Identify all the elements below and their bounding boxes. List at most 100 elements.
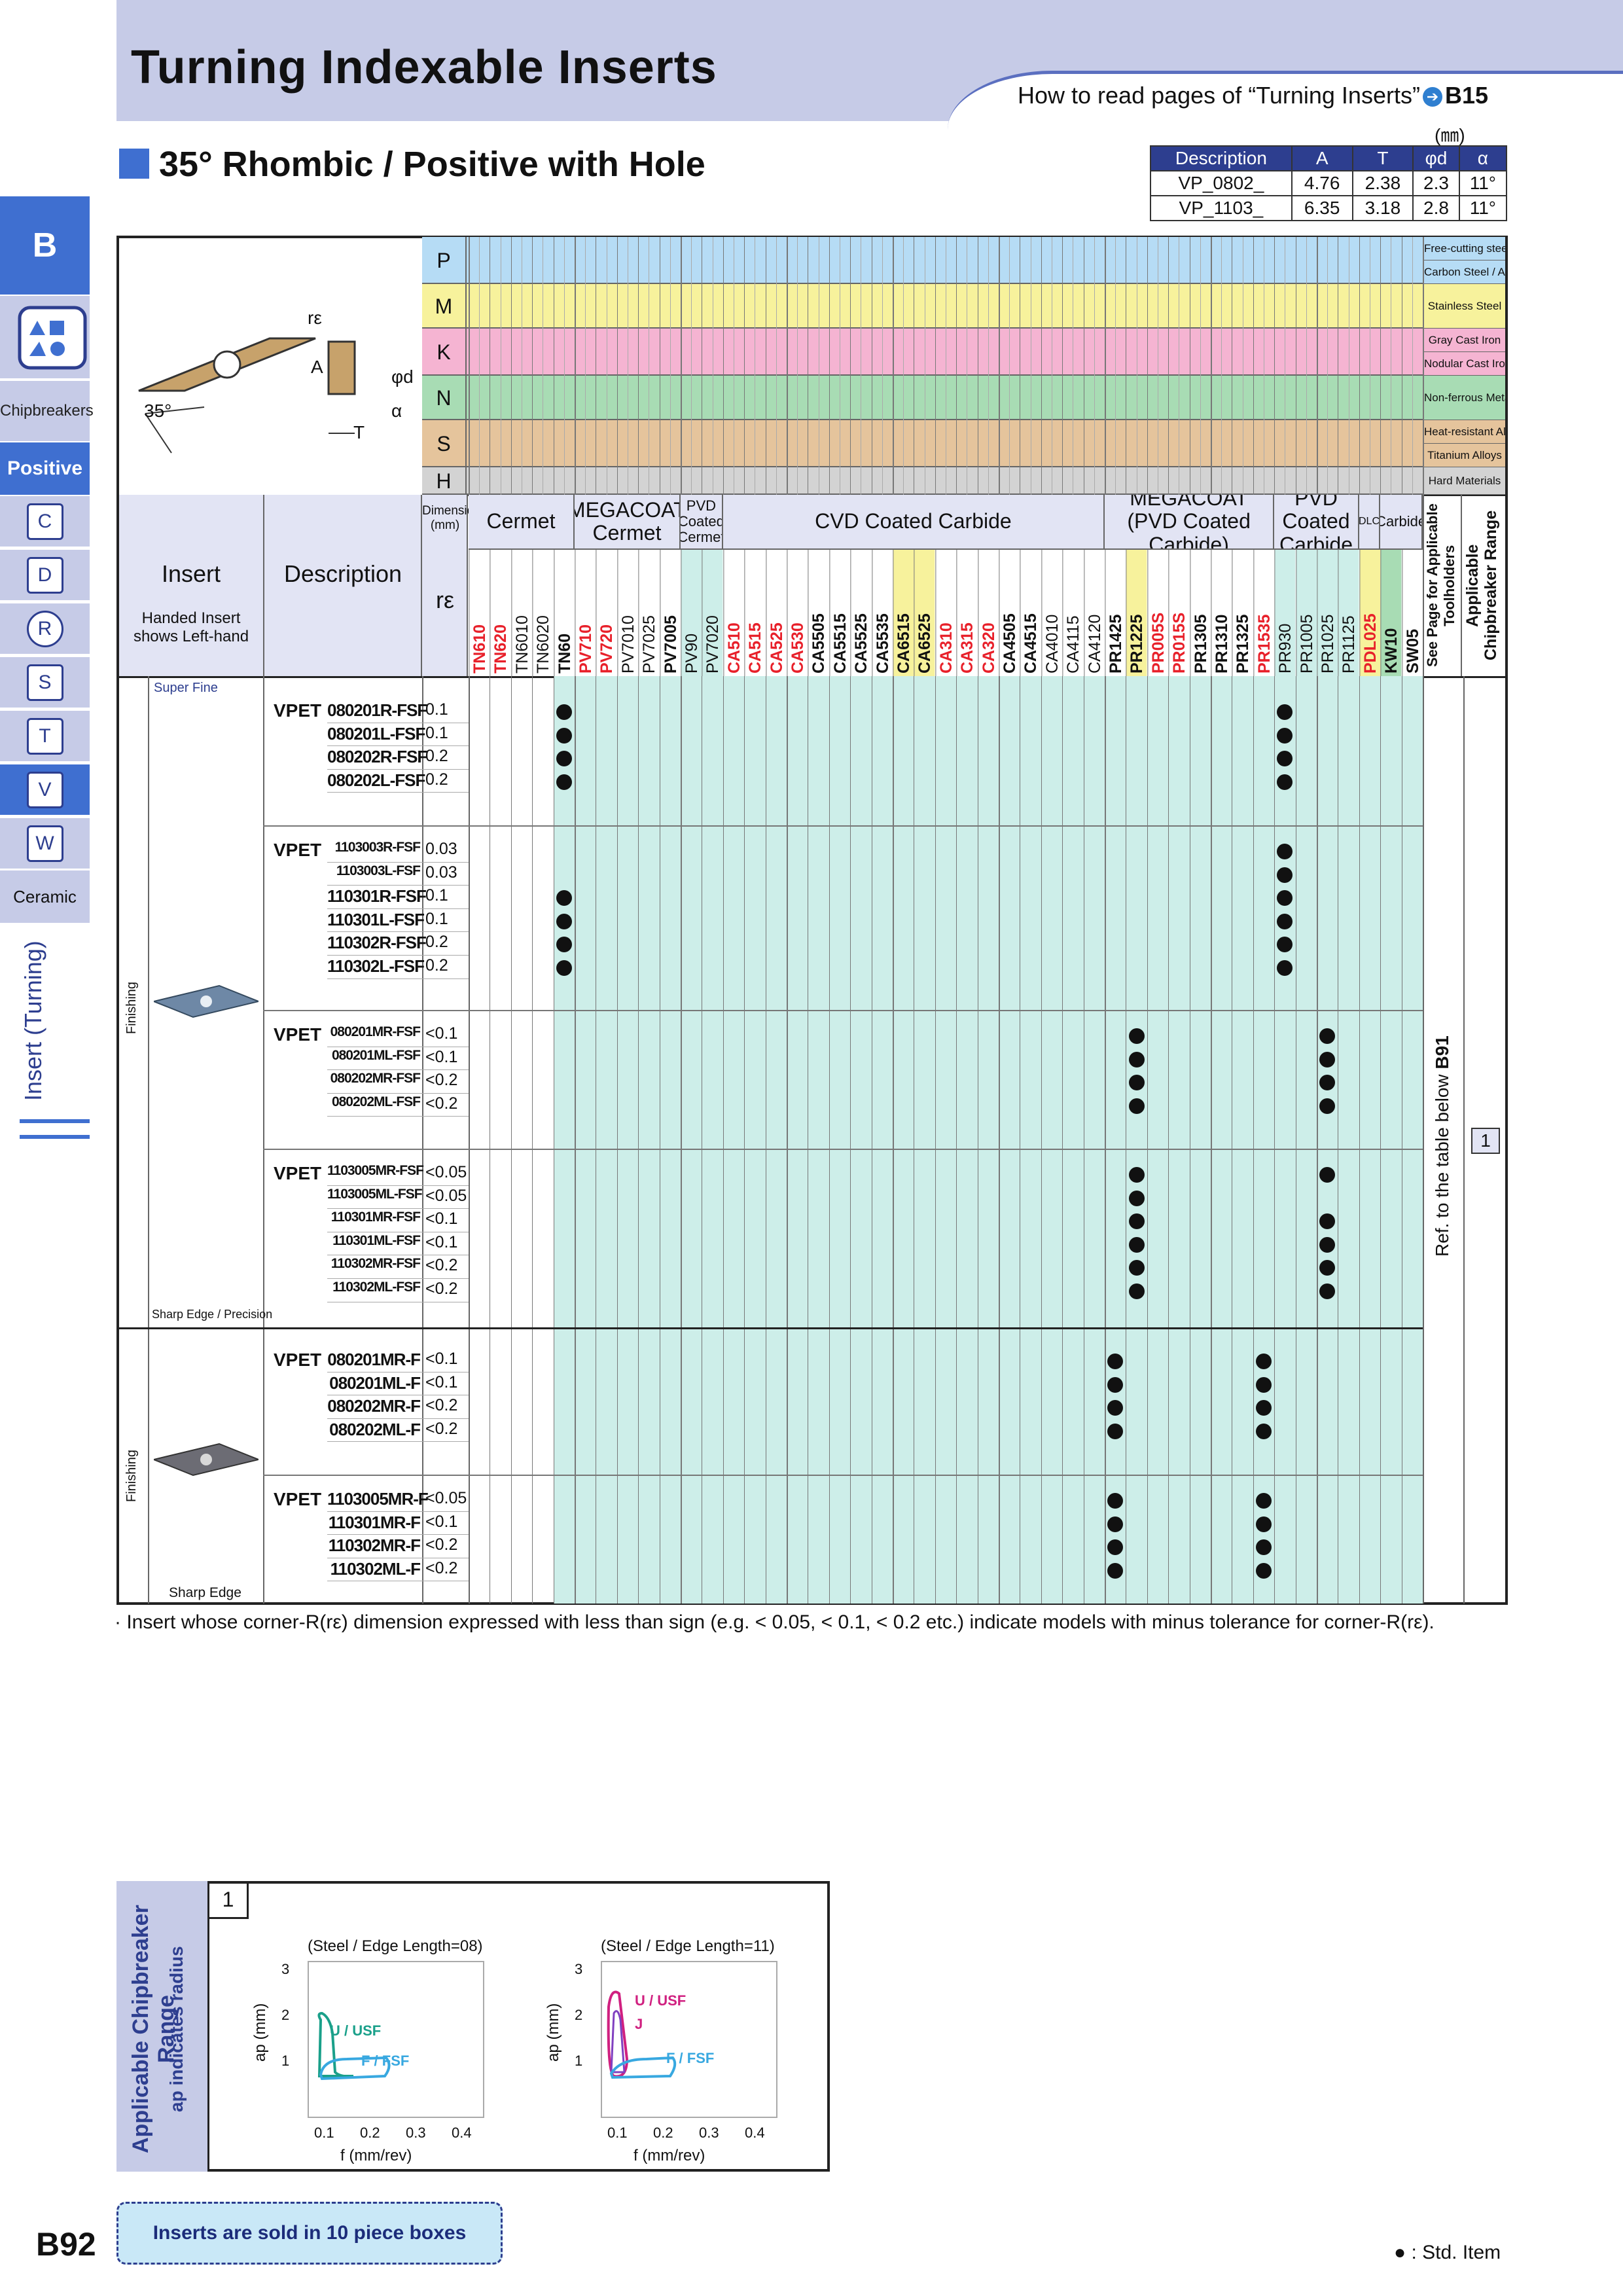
dim-cell: 11° [1458,195,1508,221]
grade-name: PR1425 [1105,550,1126,676]
insert-code[interactable]: 080201MR-F [327,1350,421,1369]
corner-radius: <0.2 [425,1280,458,1298]
insert-code[interactable]: 080201R-FSF [327,700,427,720]
insert-code[interactable]: 080202MR-F [327,1396,421,1416]
insert-code[interactable]: 080202ML-F [329,1419,421,1439]
insert-code[interactable]: 1103003R-FSF [334,840,421,855]
insert-code[interactable]: 110302L-FSF [327,956,425,976]
material-code: H [422,467,467,495]
chip-ref-box[interactable]: 1 [1471,1128,1500,1154]
grid-vtick [1094,237,1095,495]
insert-code[interactable]: 1103005MR-F [327,1489,429,1509]
std-item-dot [1256,1539,1272,1556]
corner-radius: <0.1 [425,1210,458,1229]
insert-code[interactable]: 1103005ML-FSF [327,1186,423,1202]
nav-shape-s[interactable]: S [0,657,90,709]
dimension-row: VP_0802_ 4.76 2.38 2.3 11° [1150,170,1508,196]
insert-code[interactable]: 1103003L-FSF [336,863,421,878]
grade-col-line [1274,676,1275,1604]
std-item-dot [1277,844,1293,859]
grade-name: PR015S [1168,550,1190,676]
nav-shape-w[interactable]: W [0,818,90,870]
insert-shapes-icon[interactable] [0,296,90,380]
nav-shape-c[interactable]: C [0,496,90,548]
insert-code[interactable]: 110302MR-F [328,1535,421,1556]
chip-col-line [1463,676,1465,1604]
corner-radius: 0.1 [425,886,448,905]
dim-cell: 2.8 [1412,195,1460,221]
corner-radius: 0.1 [425,700,448,719]
dimension-row: VP_1103_ 6.35 3.18 2.8 11° [1150,195,1508,221]
insert-code[interactable]: 110302MR-FSF [330,1256,421,1272]
grade-col-bg [702,676,723,1604]
row-line [327,908,469,909]
grid-vtick [776,237,777,495]
grade-col-bg [1041,676,1063,1604]
nav-chipbreakers[interactable]: Chipbreakers [0,381,94,441]
grid-vtick [691,237,692,495]
insert-code[interactable]: 110301MR-F [328,1512,421,1532]
grade-name: CA4010 [1041,550,1063,676]
re-head: rε [435,586,455,613]
std-item-dot [556,774,572,790]
insert-code[interactable]: 080201L-FSF [327,723,425,744]
grade-name: CA4505 [999,550,1020,676]
insert-code[interactable]: 110302R-FSF [327,933,427,953]
insert-code[interactable]: 080202R-FSF [327,747,427,767]
row-line [327,955,469,956]
corner-radius: <0.2 [425,1419,458,1438]
std-item-dot [556,913,572,929]
nav-section-b[interactable]: B [0,196,90,295]
insert-code[interactable]: 080201ML-FSF [331,1047,421,1063]
material-code: S [422,420,467,467]
ref-page-link[interactable]: B91 [1432,1035,1452,1069]
grid-vline [956,237,957,495]
insert-code[interactable]: 080201ML-F [329,1372,421,1393]
insert-code[interactable]: 080202MR-FSF [330,1071,421,1086]
corner-radius: <0.2 [425,1256,458,1275]
insert-photo-svg [151,984,261,1018]
page-number: B92 [36,2226,96,2263]
nav-positive[interactable]: Positive [0,442,90,495]
grade-col-line [999,676,1000,1604]
insert-code[interactable]: 110301L-FSF [327,909,425,929]
grade-group-head: PVD Coated Cermet [681,495,723,550]
insert-code[interactable]: 080201MR-FSF [330,1024,421,1039]
row-line [327,1278,469,1279]
std-item-dot [1277,704,1293,720]
material-name: Non-ferrous Metals [1423,376,1505,420]
std-item-dot [1277,751,1293,767]
std-item-dot [1256,1400,1272,1416]
grade-name: KW10 [1380,550,1402,676]
howto-link[interactable]: How to read pages of “Turning Inserts”➔B… [1018,82,1488,109]
insert-code[interactable]: 080202L-FSF [327,770,425,790]
insert-code[interactable]: 110301R-FSF [327,886,427,906]
insert-code[interactable]: 080202ML-FSF [331,1094,421,1109]
std-item-dot [556,751,572,767]
insert-code[interactable]: 110301MR-FSF [330,1210,421,1225]
insert-code[interactable]: 110302ML-FSF [332,1280,421,1295]
insert-photo [151,1440,261,1479]
nav-shape-v[interactable]: V [0,764,90,817]
grade-col-bg [1083,676,1105,1604]
nav-shape-r[interactable]: R [0,603,90,656]
nav-ceramic[interactable]: Ceramic [0,870,90,923]
ref-label: Ref. to the table below [1432,1074,1452,1257]
row-line [327,861,469,863]
dimension-table: Description A T φd α VP_0802_ 4.76 2.38 … [1150,145,1508,221]
std-item-dot [1277,937,1293,953]
std-item-dot [1277,890,1293,906]
insert-code[interactable]: 110302ML-F [330,1558,421,1579]
material-code: N [422,376,467,420]
grade-name: CA5515 [829,550,851,676]
nav-shape-t[interactable]: T [0,711,90,763]
insert-code[interactable]: 110301ML-FSF [332,1232,421,1248]
grade-col-bg [1295,676,1317,1604]
std-item-dot [556,727,572,744]
grade-col-bg [659,676,681,1604]
howto-ref[interactable]: B15 [1444,82,1488,109]
grade-col-line [532,676,533,1604]
insert-code[interactable]: 1103005MR-FSF [327,1163,424,1178]
nav-shape-d[interactable]: D [0,550,90,602]
side-col-line [148,676,149,1604]
